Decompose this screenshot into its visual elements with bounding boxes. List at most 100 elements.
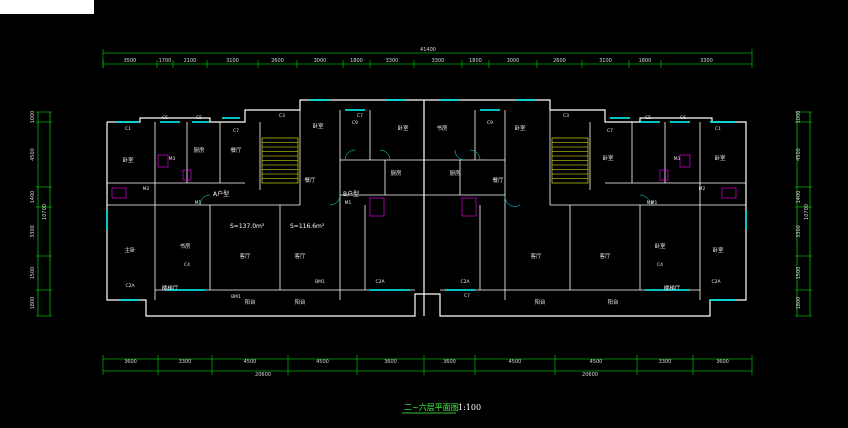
dim-left-total: 10700 <box>42 204 48 220</box>
room-label: 客厅 <box>599 252 611 260</box>
dim-left-segment: 1000 <box>30 111 36 124</box>
opening-tag: M1 <box>345 200 352 206</box>
room-label: 餐厅 <box>230 146 242 154</box>
dim-bottom-segment: 3300 <box>179 359 192 365</box>
dim-right-segment: 1400 <box>796 191 802 204</box>
dim-top-segment: 2600 <box>271 58 284 64</box>
dim-top-segment: 3500 <box>124 58 137 64</box>
dim-bottom-segment: 3600 <box>124 359 137 365</box>
room-label: 厨房 <box>390 169 402 177</box>
room-label: 阳台 <box>294 298 306 306</box>
dim-top-segment: 3100 <box>226 58 239 64</box>
dimension-labels: 41400 3500 1700 2100 3100 2600 3000 1800 3300 330… <box>30 47 810 378</box>
room-label: 卧室 <box>514 124 526 132</box>
opening-tag: M2 <box>699 186 706 192</box>
opening-tag: M2 <box>143 186 150 192</box>
opening-tag: M3 <box>674 156 681 162</box>
room-label: 阳台 <box>607 298 619 306</box>
dim-top-segment: 1700 <box>159 58 172 64</box>
dim-total-top: 41400 <box>420 47 436 53</box>
room-label: 卧室 <box>312 122 324 130</box>
opening-tag: BM1 <box>231 294 241 300</box>
dim-bottom-segment: 4500 <box>509 359 522 365</box>
dim-top-segment: 3100 <box>599 58 612 64</box>
dim-top-segment: 3300 <box>700 58 713 64</box>
dim-left-segment: 4500 <box>30 148 36 161</box>
opening-tag: C7 <box>607 128 613 134</box>
opening-tag: M1 <box>651 200 658 206</box>
room-label: 主卧 <box>124 246 136 254</box>
opening-tag: C3 <box>279 113 285 119</box>
opening-tag: C6 <box>680 115 686 121</box>
unit-label-a: A户型 <box>213 190 229 198</box>
dim-left-segment: 1500 <box>30 267 36 280</box>
dim-bottom-segment: 3300 <box>659 359 672 365</box>
interior-walls <box>107 110 746 300</box>
area-label-a: S=137.0m² <box>230 223 265 230</box>
opening-tag: C4 <box>184 262 190 268</box>
stair-steps <box>262 142 588 179</box>
dim-bottom-segment: 3600 <box>384 359 397 365</box>
opening-tag: C2A <box>711 279 721 285</box>
opening-tag: C4 <box>657 262 663 268</box>
room-label: 卧室 <box>714 154 726 162</box>
room-label: 阳台 <box>244 298 256 306</box>
room-labels: 卧室厨房餐厅客厅阳台书房主卧卧室卧室厨房餐厅客厅阳台书房卧室厨房卧室卧室客厅客厅… <box>122 122 726 306</box>
door-swings <box>199 149 651 207</box>
opening-tag: C1 <box>125 126 131 132</box>
dim-top-segment: 3300 <box>386 58 399 64</box>
opening-tag: C2A <box>125 283 135 289</box>
dim-total-bottom-right: 20600 <box>582 372 598 378</box>
dim-right-segment: 4500 <box>796 148 802 161</box>
opening-tag: C9 <box>352 120 358 126</box>
dim-bottom-segment: 3600 <box>443 359 456 365</box>
dim-left-segment: 3300 <box>30 225 36 238</box>
dim-bottom-segment: 4500 <box>316 359 329 365</box>
room-label: 客厅 <box>530 252 542 260</box>
opening-tag: C7 <box>233 128 239 134</box>
opening-tag: C2A <box>375 279 385 285</box>
fixtures <box>111 154 737 217</box>
drawing-scale: 1:100 <box>458 403 481 412</box>
dim-top-segment: 1800 <box>350 58 363 64</box>
opening-tag: C3 <box>563 113 569 119</box>
dim-top-segment: 2600 <box>553 58 566 64</box>
dim-right-total: 10700 <box>804 204 810 220</box>
dim-top-segment: 3000 <box>507 58 520 64</box>
exterior-walls <box>106 99 747 317</box>
dim-left-segment: 1800 <box>30 297 36 310</box>
dim-left-segment: 1400 <box>30 191 36 204</box>
dim-top-segment: 1800 <box>469 58 482 64</box>
room-label: 餐厅 <box>304 176 316 184</box>
dim-right-segment: 1500 <box>796 267 802 280</box>
opening-tag: C2A <box>460 279 470 285</box>
room-label: 卧室 <box>712 246 724 254</box>
room-label: 厨房 <box>193 146 205 154</box>
room-label: 书房 <box>436 124 448 132</box>
room-label: 卧室 <box>654 242 666 250</box>
opening-tag: M3 <box>169 156 176 162</box>
dim-top-segment: 1800 <box>639 58 652 64</box>
dim-right-segment: 1800 <box>796 297 802 310</box>
drawing-title: 二~六层平面图 <box>404 402 459 412</box>
room-label: 客厅 <box>239 252 251 260</box>
room-label: 卧室 <box>602 154 614 162</box>
dim-total-bottom-left: 20600 <box>255 372 271 378</box>
opening-tag: M2 <box>647 200 654 206</box>
stairs <box>261 137 589 184</box>
opening-tag: C5 <box>162 115 168 121</box>
area-label-b: S=116.6m² <box>290 223 325 230</box>
dimension-lines <box>37 52 811 372</box>
dim-right-segment: 1000 <box>796 111 802 124</box>
room-label: 餐厅 <box>492 176 504 184</box>
opening-tag: C5 <box>196 115 202 121</box>
room-label: 阳台 <box>534 298 546 306</box>
dim-top-segment: 2100 <box>184 58 197 64</box>
room-label: 楼梯厅 <box>664 284 681 292</box>
opening-tag: BM1 <box>315 279 325 285</box>
room-label: 书房 <box>179 242 191 250</box>
room-label: 客厅 <box>294 252 306 260</box>
dim-top-segment: 3000 <box>314 58 327 64</box>
